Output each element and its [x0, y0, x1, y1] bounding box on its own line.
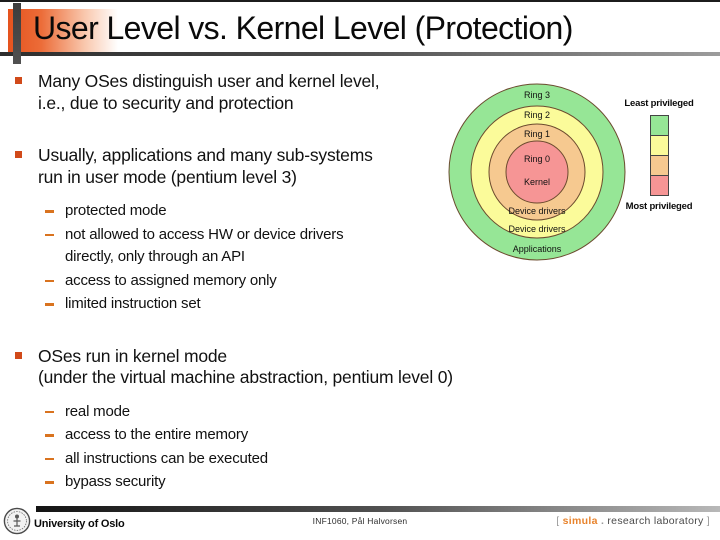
research-laboratory-text: research laboratory	[607, 515, 704, 527]
dash-bullet-icon	[45, 410, 54, 413]
dash-bullet-icon	[45, 481, 54, 484]
dash-bullet-icon	[45, 457, 54, 460]
dash-bullet-icon	[45, 434, 54, 437]
bullet-text: Many OSes distinguish user and kernel le…	[38, 71, 380, 113]
top-edge-line	[0, 0, 720, 2]
title-underline-rule	[0, 52, 720, 56]
device-drivers-label-outer: Device drivers	[508, 224, 566, 234]
sub-bullet-list: real mode access to the entire memory al…	[45, 401, 575, 494]
slide-body: Many OSes distinguish user and kernel le…	[15, 71, 575, 495]
footer-rule	[36, 506, 720, 512]
ring0-circle	[505, 140, 569, 204]
ring1-label: Ring 1	[524, 129, 550, 139]
legend-cell-green	[649, 115, 669, 136]
ring0-label: Ring 0	[524, 154, 550, 164]
most-privileged-label: Most privileged	[625, 201, 693, 212]
sub-bullet-item: access to the entire memory	[45, 424, 575, 447]
sub-bullet-text: real mode	[65, 402, 130, 420]
legend-cell-yellow	[649, 135, 669, 156]
bullet-text: OSes run in kernel mode (under the virtu…	[38, 345, 453, 388]
protection-rings-diagram: Ring 3 Ring 2 Ring 1 Ring 0 Kernel Devic…	[448, 83, 626, 261]
sub-bullet-text: not allowed to access HW or device drive…	[65, 225, 344, 266]
dash-bullet-icon	[45, 233, 54, 236]
slide-title: User Level vs. Kernel Level (Protection)	[33, 10, 573, 46]
dash-bullet-icon	[45, 210, 54, 213]
bullet-item: Usually, applications and many sub-syste…	[15, 145, 575, 188]
sub-bullet-item: not allowed to access HW or device drive…	[45, 224, 575, 269]
legend-cell-red	[649, 175, 669, 196]
bracket-open: [	[556, 515, 563, 527]
bullet-item: OSes run in kernel mode (under the virtu…	[15, 346, 575, 389]
square-bullet-icon	[15, 151, 22, 158]
sub-bullet-item: bypass security	[45, 471, 575, 494]
ring3-label: Ring 3	[524, 90, 550, 100]
title-accent-gradient	[8, 9, 118, 53]
bullet-item: Many OSes distinguish user and kernel le…	[15, 71, 575, 114]
kernel-label: Kernel	[524, 177, 550, 187]
legend-cell-orange	[649, 155, 669, 176]
privilege-color-scale	[649, 115, 669, 196]
square-bullet-icon	[15, 351, 22, 359]
sub-bullet-text: limited instruction set	[65, 295, 201, 312]
sub-bullet-text: protected mode	[65, 202, 167, 219]
sub-bullet-text: all instructions can be executed	[65, 449, 268, 467]
square-bullet-icon	[15, 77, 22, 84]
sub-bullet-item: limited instruction set	[45, 293, 575, 316]
privilege-legend: Least privileged Most privileged	[604, 98, 714, 212]
sub-bullet-text: access to the entire memory	[65, 426, 249, 443]
sub-bullet-item: access to assigned memory only	[45, 270, 575, 293]
brand-dot: .	[597, 515, 608, 527]
sub-bullet-text: access to assigned memory only	[65, 271, 277, 289]
uio-seal-logo	[3, 507, 31, 535]
simula-lab-label: [ simula . research laboratory ]	[556, 515, 710, 527]
course-author-label: INF1060, Pål Halvorsen	[312, 516, 408, 526]
sub-bullet-text: bypass security	[65, 473, 166, 490]
bracket-close: ]	[703, 515, 710, 527]
sub-bullet-item: real mode	[45, 401, 575, 424]
ring2-label: Ring 2	[524, 110, 550, 120]
title-vertical-bar	[13, 3, 21, 64]
applications-label: Applications	[513, 244, 562, 254]
sub-bullet-item: protected mode	[45, 200, 575, 223]
dash-bullet-icon	[45, 279, 54, 282]
sub-bullet-item: all instructions can be executed	[45, 448, 575, 471]
device-drivers-label-inner: Device drivers	[508, 206, 566, 216]
bullet-text: Usually, applications and many sub-syste…	[38, 145, 373, 187]
simula-brand: simula	[562, 515, 598, 527]
least-privileged-label: Least privileged	[624, 98, 694, 109]
dash-bullet-icon	[45, 303, 54, 306]
university-of-oslo-label: University of Oslo	[34, 518, 125, 530]
sub-bullet-list: protected mode not allowed to access HW …	[45, 200, 575, 316]
